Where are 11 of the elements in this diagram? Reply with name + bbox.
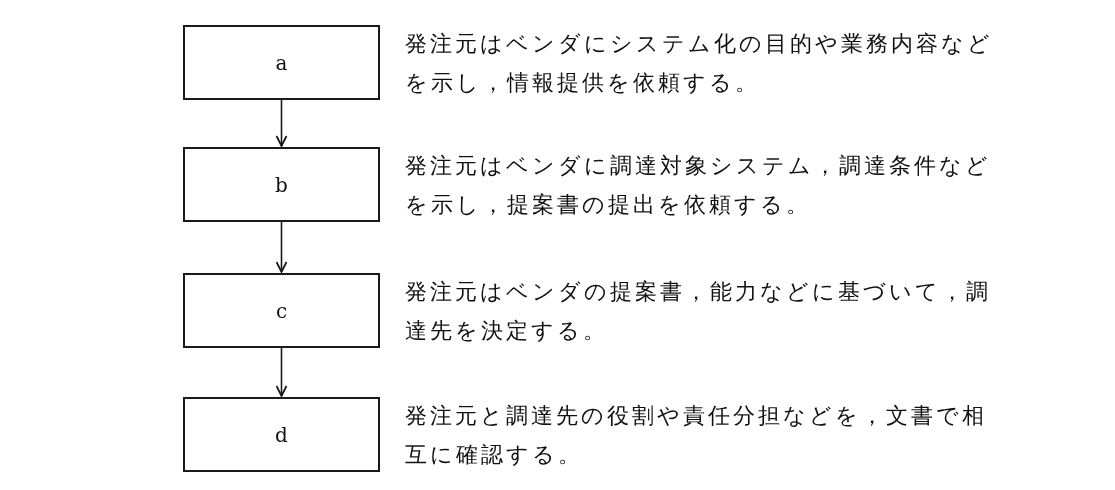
step-description: 発注元はベンダに調達対象システム，調達条件などを示し，提案書の提出を依頼する。: [405, 152, 992, 219]
arrow: [275, 221, 288, 273]
process-box: d: [183, 397, 380, 472]
process-box: c: [183, 273, 380, 348]
arrow: [275, 99, 288, 147]
step-description: 発注元と調達先の役割や責任分担などを，文書で相互に確認する。: [405, 402, 988, 469]
step-description: 発注元はベンダにシステム化の目的や業務内容などを示し，情報提供を依頼する。: [405, 30, 994, 97]
process-box: a: [183, 25, 380, 100]
process-box: b: [183, 147, 380, 222]
arrow: [275, 347, 288, 397]
step-description: 発注元はベンダの提案書，能力などに基づいて，調達先を決定する。: [405, 278, 992, 345]
